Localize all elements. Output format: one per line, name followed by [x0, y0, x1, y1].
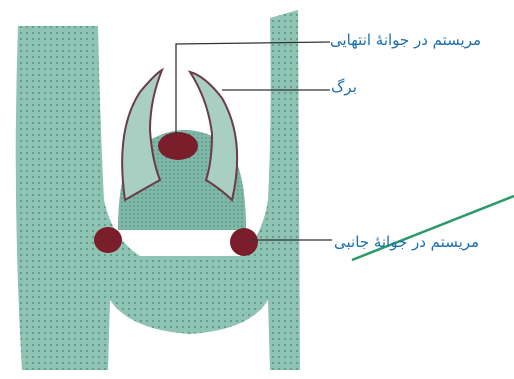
left-lateral-meristem — [94, 227, 122, 253]
left-leaf — [122, 70, 162, 200]
right-lateral-meristem — [230, 228, 258, 256]
lateral-meristem-label: مریستم در جوانهٔ جانبی — [334, 233, 479, 251]
apical-meristem-label: مریستم در جوانهٔ انتهایی — [330, 31, 481, 49]
leaf-label: برگ — [331, 78, 357, 96]
apical-meristem — [158, 132, 198, 160]
